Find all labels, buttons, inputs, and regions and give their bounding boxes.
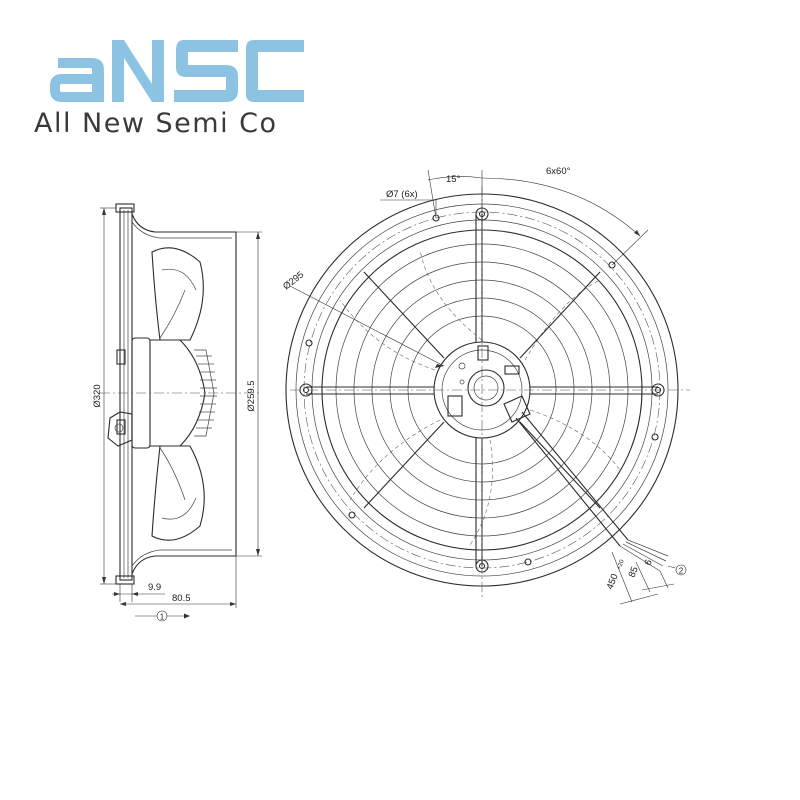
dim-angle-pitch: 6x60°	[546, 166, 571, 177]
brand-logo	[50, 40, 304, 102]
dim-offset-depth: 9.9	[148, 582, 161, 593]
cable	[521, 411, 629, 541]
bolt-bottom	[115, 575, 135, 585]
dim-outer-diameter: Ø320	[92, 384, 103, 407]
cable-marker	[675, 564, 687, 576]
fan-blades	[339, 249, 621, 546]
mounting-plate	[119, 207, 133, 581]
dim-cable-length: 450	[605, 572, 621, 591]
terminal-box	[107, 411, 133, 447]
dim-angle-offset: 15°	[446, 174, 461, 185]
bolt-mid	[116, 349, 126, 365]
dim-hole-spec: Ø7 (6x)	[386, 189, 418, 200]
dim-total-depth: 80.5	[172, 593, 191, 604]
blade-lower	[151, 445, 205, 541]
dim-hole-circle: Ø295	[281, 269, 306, 292]
side-view: Ø320 Ø259.5 9.9 80.5 1	[92, 203, 262, 622]
hub-center	[467, 369, 505, 407]
front-view: Ø295 Ø7 (6x) 15° 6x60° 450 +20 85 6 2	[281, 166, 690, 605]
venturi-ring	[131, 213, 237, 575]
mounting-holes	[305, 214, 659, 566]
cable-wires	[619, 539, 669, 572]
blade-upper	[151, 247, 204, 341]
brand-tagline: All New Semi Co	[34, 108, 278, 139]
dim-cable-tolerance: +20	[616, 558, 626, 570]
dim-cable-strip: 85	[627, 565, 641, 579]
dim-wire-strip: 6	[643, 558, 655, 567]
cable-marker-label: 2	[679, 567, 684, 576]
cable-gland	[503, 395, 531, 423]
hub-label-top	[477, 345, 489, 361]
airflow-marker-label: 1	[160, 613, 165, 622]
dim-inner-diameter: Ø259.5	[246, 380, 257, 411]
